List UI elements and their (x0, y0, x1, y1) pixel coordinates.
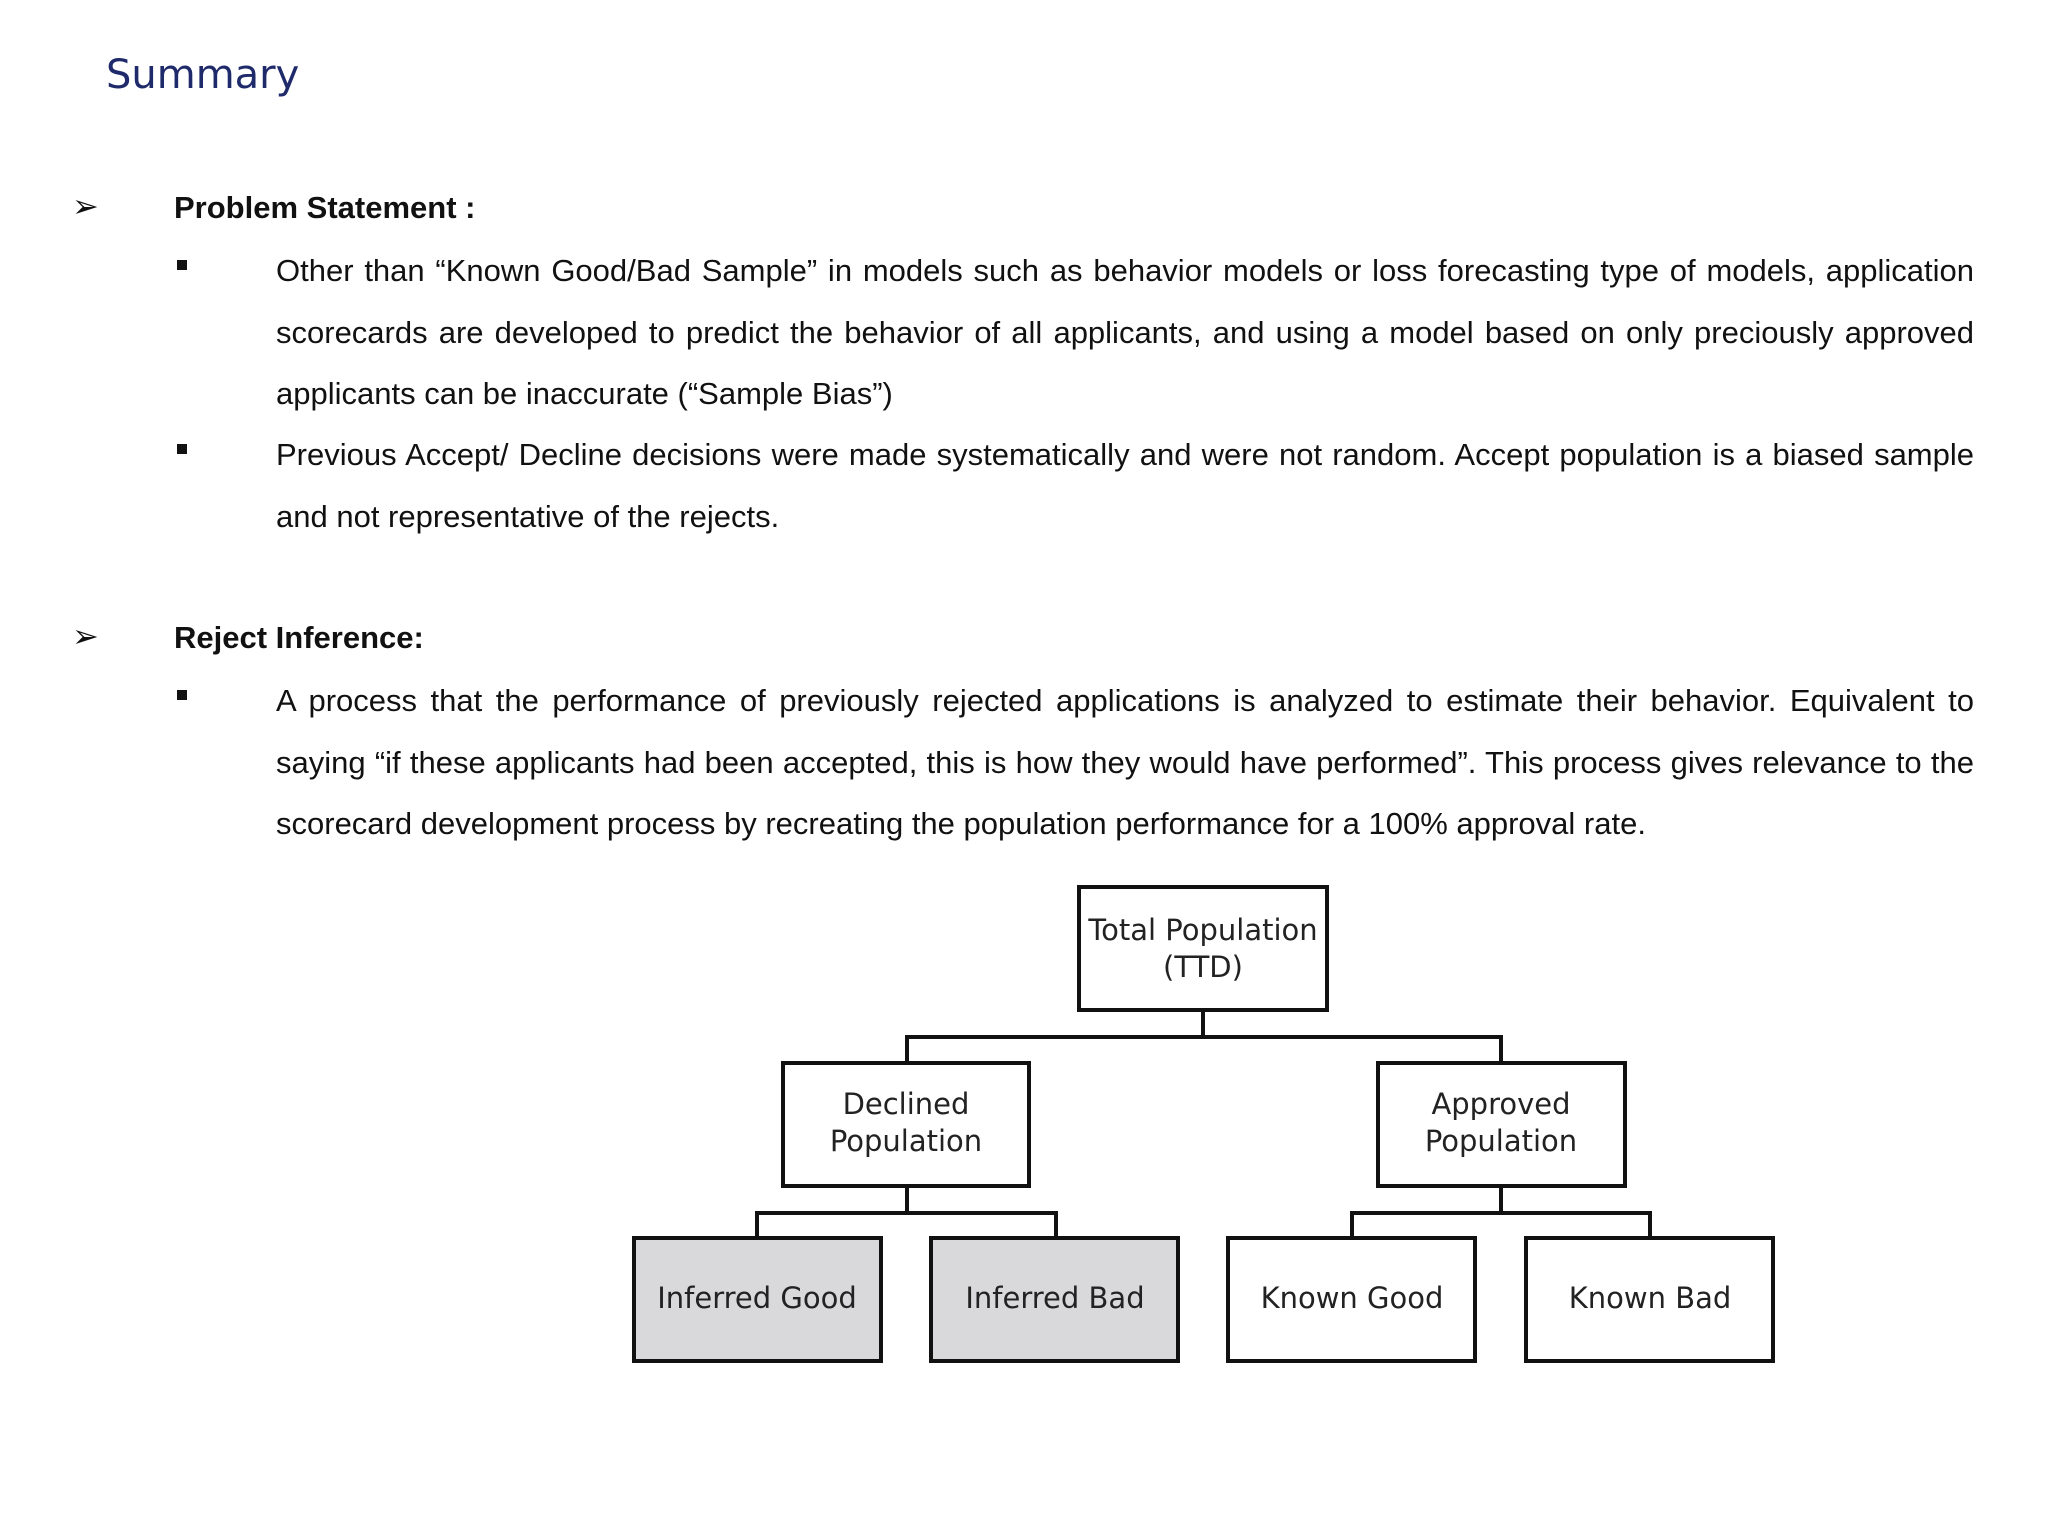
known-bad-label: Known Bad (1569, 1281, 1732, 1315)
declined-population-label: Declined (843, 1087, 970, 1121)
declined-population-sublabel: Population (830, 1124, 982, 1158)
square-bullet-icon (177, 690, 187, 700)
inferred-good-box (632, 1236, 883, 1363)
page-title: Summary (106, 52, 300, 98)
inferred-bad-box (929, 1236, 1180, 1363)
total-population-sublabel: (TTD) (1163, 950, 1243, 984)
inferred-bad-label: Inferred Bad (965, 1281, 1144, 1315)
section-heading-reject-inference: Reject Inference: (174, 620, 424, 655)
bullet-text-reject-inference: A process that the performance of previo… (276, 683, 1974, 841)
total-population-box (1077, 885, 1329, 1012)
arrow-bullet-icon: ➢ (72, 188, 99, 224)
arrow-bullet-icon: ➢ (72, 618, 99, 654)
approved-population-sublabel: Population (1425, 1124, 1577, 1158)
bullet-text-sample-bias: Other than “Known Good/Bad Sample” in mo… (276, 253, 1974, 411)
square-bullet-icon (177, 260, 187, 270)
total-population-label: Total Population (1087, 913, 1317, 947)
square-bullet-icon (177, 444, 187, 454)
inferred-good-label: Inferred Good (657, 1281, 857, 1315)
known-good-box (1226, 1236, 1477, 1363)
known-good-label: Known Good (1261, 1281, 1444, 1315)
approved-population-box (1376, 1061, 1627, 1188)
bullet-text-accept-decline: Previous Accept/ Decline decisions were … (276, 437, 1974, 534)
declined-population-box (781, 1061, 1031, 1188)
known-bad-box (1524, 1236, 1775, 1363)
approved-population-label: Approved (1431, 1087, 1570, 1121)
section-heading-problem-statement: Problem Statement : (174, 190, 476, 225)
